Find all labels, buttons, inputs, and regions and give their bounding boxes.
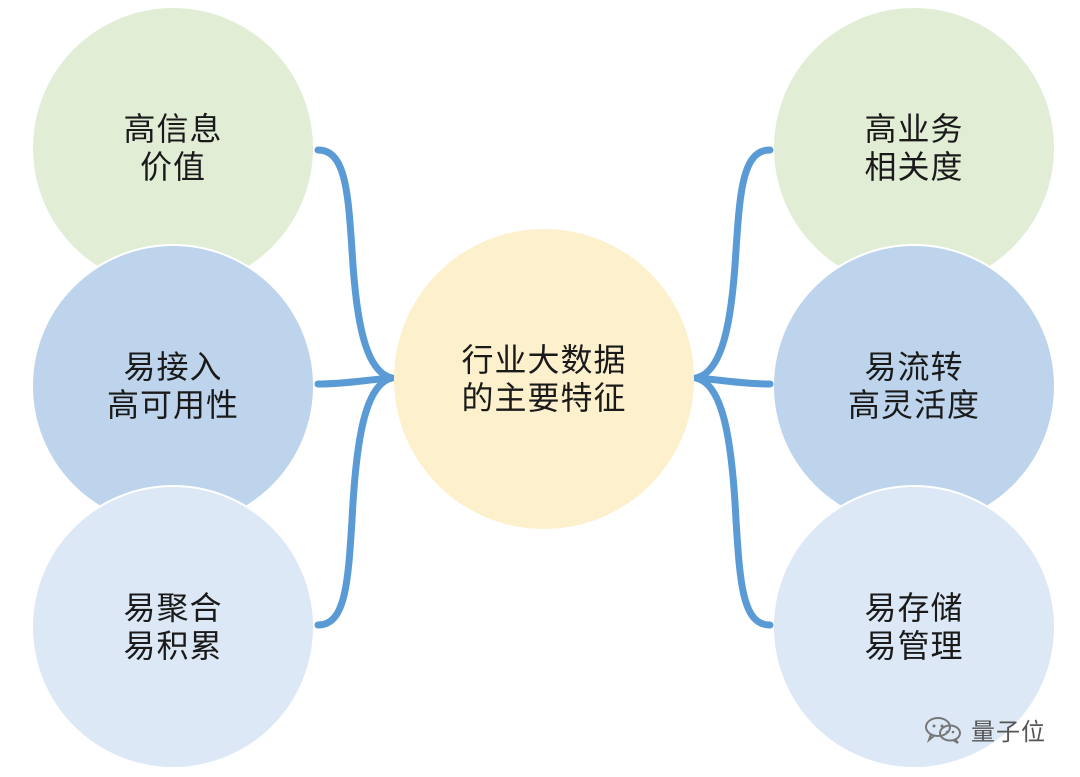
node-label-line2: 价值 bbox=[139, 148, 206, 186]
node-left-middle: 易接入 高可用性 bbox=[31, 244, 315, 528]
node-label: 高业务 相关度 bbox=[864, 110, 963, 186]
watermark-text: 量子位 bbox=[971, 718, 1046, 746]
node-right-bottom: 易存储 易管理 bbox=[772, 485, 1056, 769]
node-label: 易存储 易管理 bbox=[864, 589, 963, 665]
node-right-top: 高业务 相关度 bbox=[772, 6, 1056, 290]
node-label-line1: 易存储 bbox=[864, 589, 964, 627]
node-label-line1: 易流转 bbox=[864, 348, 964, 386]
connector-right-bottom bbox=[692, 374, 774, 629]
node-center: 行业大数据 的主要特征 bbox=[394, 229, 694, 529]
node-left-top: 高信息 价值 bbox=[31, 6, 315, 290]
center-label: 行业大数据 的主要特征 bbox=[461, 341, 626, 417]
node-label-line1: 高信息 bbox=[123, 110, 223, 148]
node-label: 易流转 高灵活度 bbox=[848, 348, 980, 424]
center-label-line2: 的主要特征 bbox=[461, 379, 627, 417]
connector-left-bottom bbox=[314, 374, 396, 629]
node-label-line1: 易接入 bbox=[123, 348, 223, 386]
connector-left-top bbox=[314, 146, 396, 382]
node-label-line2: 相关度 bbox=[864, 148, 964, 186]
wechat-icon bbox=[925, 716, 961, 744]
node-label-line1: 易聚合 bbox=[123, 589, 223, 627]
node-label: 易接入 高可用性 bbox=[107, 348, 239, 424]
watermark: 量子位 bbox=[923, 712, 1046, 747]
center-label-line1: 行业大数据 bbox=[461, 341, 627, 379]
node-label-line2: 高可用性 bbox=[106, 386, 239, 424]
node-label-line1: 高业务 bbox=[864, 110, 964, 148]
node-label: 高信息 价值 bbox=[123, 110, 222, 186]
node-label: 易聚合 易积累 bbox=[123, 589, 222, 665]
node-label-line2: 高灵活度 bbox=[847, 386, 980, 424]
node-label-line2: 易积累 bbox=[123, 627, 223, 665]
connector-right-top bbox=[692, 146, 774, 382]
node-label-line2: 易管理 bbox=[864, 627, 964, 665]
node-left-bottom: 易聚合 易积累 bbox=[31, 485, 315, 769]
node-right-middle: 易流转 高灵活度 bbox=[772, 244, 1056, 528]
